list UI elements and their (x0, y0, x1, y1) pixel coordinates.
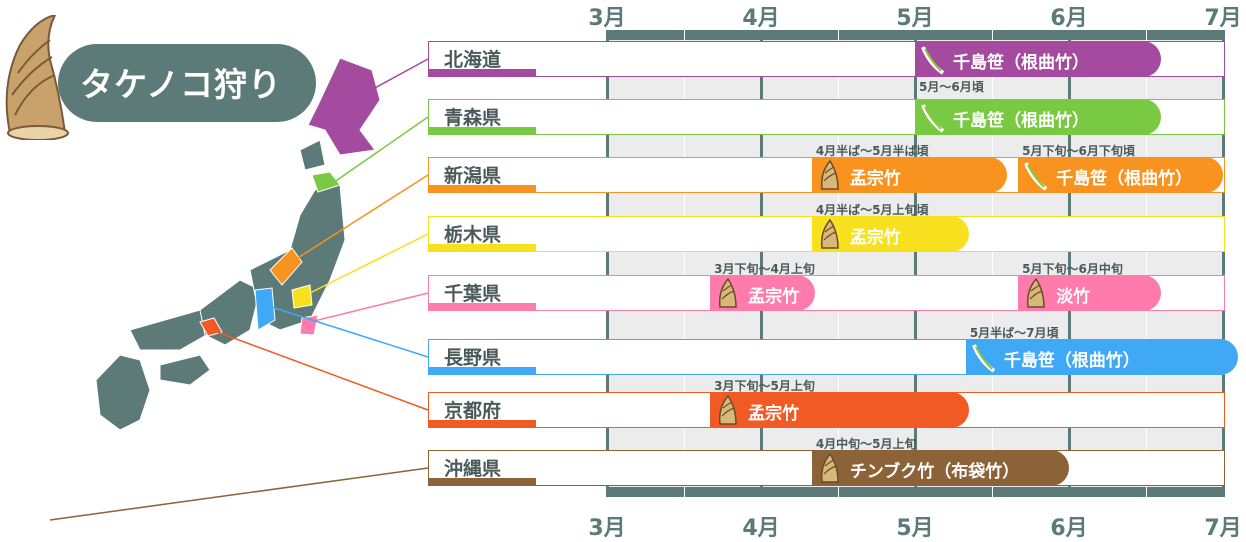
season-date-label: 3月下旬～4月上旬 (714, 262, 815, 276)
leader-line (299, 233, 429, 299)
sasa-leaf-icon (919, 101, 947, 133)
bamboo-type-label: チンブク竹（布袋竹） (849, 462, 1020, 482)
month-label-top: 5月 (896, 6, 934, 31)
season-date-label: 5月下旬～6月下旬頃 (1022, 144, 1135, 158)
map-nagano (254, 287, 276, 331)
prefecture-underline (428, 244, 536, 252)
page-title: タケノコ狩り (80, 65, 283, 104)
prefecture-underline (428, 69, 536, 77)
season-date-label: 4月半ば～5月上旬頃 (815, 203, 929, 217)
prefecture-name: 新潟県 (444, 165, 502, 187)
season-bar (811, 157, 1008, 193)
season-bar (1018, 157, 1223, 193)
leader-line (211, 329, 429, 411)
season-date-label: 5月半ば～7月頃 (969, 326, 1059, 340)
prefecture-name: 栃木県 (444, 224, 502, 246)
month-label-bottom: 5月 (896, 516, 934, 541)
bamboo-type-label: 孟宗竹 (748, 287, 800, 307)
half-month-gridline (1146, 30, 1147, 497)
bamboo-shoot-icon (714, 277, 742, 309)
map-chiba (299, 314, 319, 336)
leader-line (281, 174, 429, 269)
sasa-leaf-icon (970, 341, 998, 373)
season-bar (915, 41, 1162, 77)
month-label-bottom: 4月 (742, 516, 780, 541)
month-gridline (760, 30, 763, 497)
map-aomori (311, 171, 341, 193)
title-pill (58, 44, 316, 122)
map-hokkaido (307, 57, 381, 156)
month-gridline (1222, 30, 1225, 497)
month-gridline (914, 30, 917, 497)
prefecture-underline (428, 185, 536, 193)
bamboo-type-label: 千島笹（根曲竹） (1056, 169, 1193, 189)
bamboo-type-label: 千島笹（根曲竹） (1003, 351, 1140, 371)
half-month-gridline (992, 30, 993, 497)
bamboo-type-label: 孟宗竹 (748, 404, 800, 424)
prefecture-name: 青森県 (444, 107, 502, 129)
month-label-top: 7月 (1204, 6, 1242, 31)
bamboo-shoot-icon (0, 13, 75, 144)
month-label-bottom: 3月 (588, 516, 626, 541)
bamboo-type-label: 孟宗竹 (849, 228, 901, 248)
bamboo-shoot-icon (816, 218, 844, 250)
prefecture-underline (428, 303, 536, 311)
month-gridline (1068, 30, 1071, 497)
leader-line (264, 304, 429, 358)
half-month-gridline (838, 30, 839, 497)
half-month-gridline (684, 30, 685, 497)
map-region (299, 139, 326, 171)
season-date-label: 5月～6月頃 (919, 80, 984, 94)
season-bar (710, 392, 969, 428)
prefecture-name: 沖縄県 (444, 458, 502, 480)
bamboo-shoot-icon (816, 159, 844, 191)
month-gridline (606, 30, 609, 497)
prefecture-name: 北海道 (444, 49, 502, 71)
season-date-label: 5月下旬～6月中旬 (1022, 262, 1123, 276)
prefecture-underline (428, 478, 536, 486)
prefecture-name: 千葉県 (444, 283, 502, 305)
season-bar (965, 339, 1239, 375)
season-bar (811, 450, 1069, 486)
prefecture-name: 長野県 (444, 347, 502, 369)
season-bar (915, 99, 1162, 135)
bamboo-shoot-icon (714, 394, 742, 426)
month-label-bottom: 7月 (1204, 516, 1242, 541)
month-label-bottom: 6月 (1050, 516, 1088, 541)
leader-line (49, 467, 429, 521)
map-region (95, 354, 151, 431)
prefecture-name: 京都府 (444, 400, 502, 422)
month-label-top: 4月 (742, 6, 780, 31)
month-label-top: 6月 (1050, 6, 1088, 31)
chinbuku-shoot-icon (816, 452, 844, 484)
leader-line (309, 292, 429, 323)
map-region (129, 309, 216, 351)
prefecture-underline (428, 367, 536, 375)
bamboo-type-label: 淡竹 (1056, 287, 1091, 307)
season-date-label: 3月下旬～5月上旬 (714, 379, 815, 393)
season-date-label: 4月半ば～5月半ば頃 (815, 144, 929, 158)
bamboo-type-label: 孟宗竹 (849, 169, 901, 189)
month-label-top: 3月 (588, 6, 626, 31)
bamboo-shoot-icon (1022, 277, 1050, 309)
map-region (159, 354, 211, 386)
bamboo-type-label: 千島笹（根曲竹） (953, 53, 1089, 73)
prefecture-underline (428, 420, 536, 428)
bamboo-type-label: 千島笹（根曲竹） (953, 111, 1089, 131)
sasa-leaf-icon (919, 43, 947, 75)
sasa-leaf-icon (1022, 159, 1050, 191)
map-niigata (269, 247, 303, 286)
prefecture-underline (428, 127, 536, 135)
leader-line (361, 58, 429, 96)
leader-line (329, 116, 429, 186)
season-date-label: 4月中旬～5月上旬 (815, 437, 917, 451)
